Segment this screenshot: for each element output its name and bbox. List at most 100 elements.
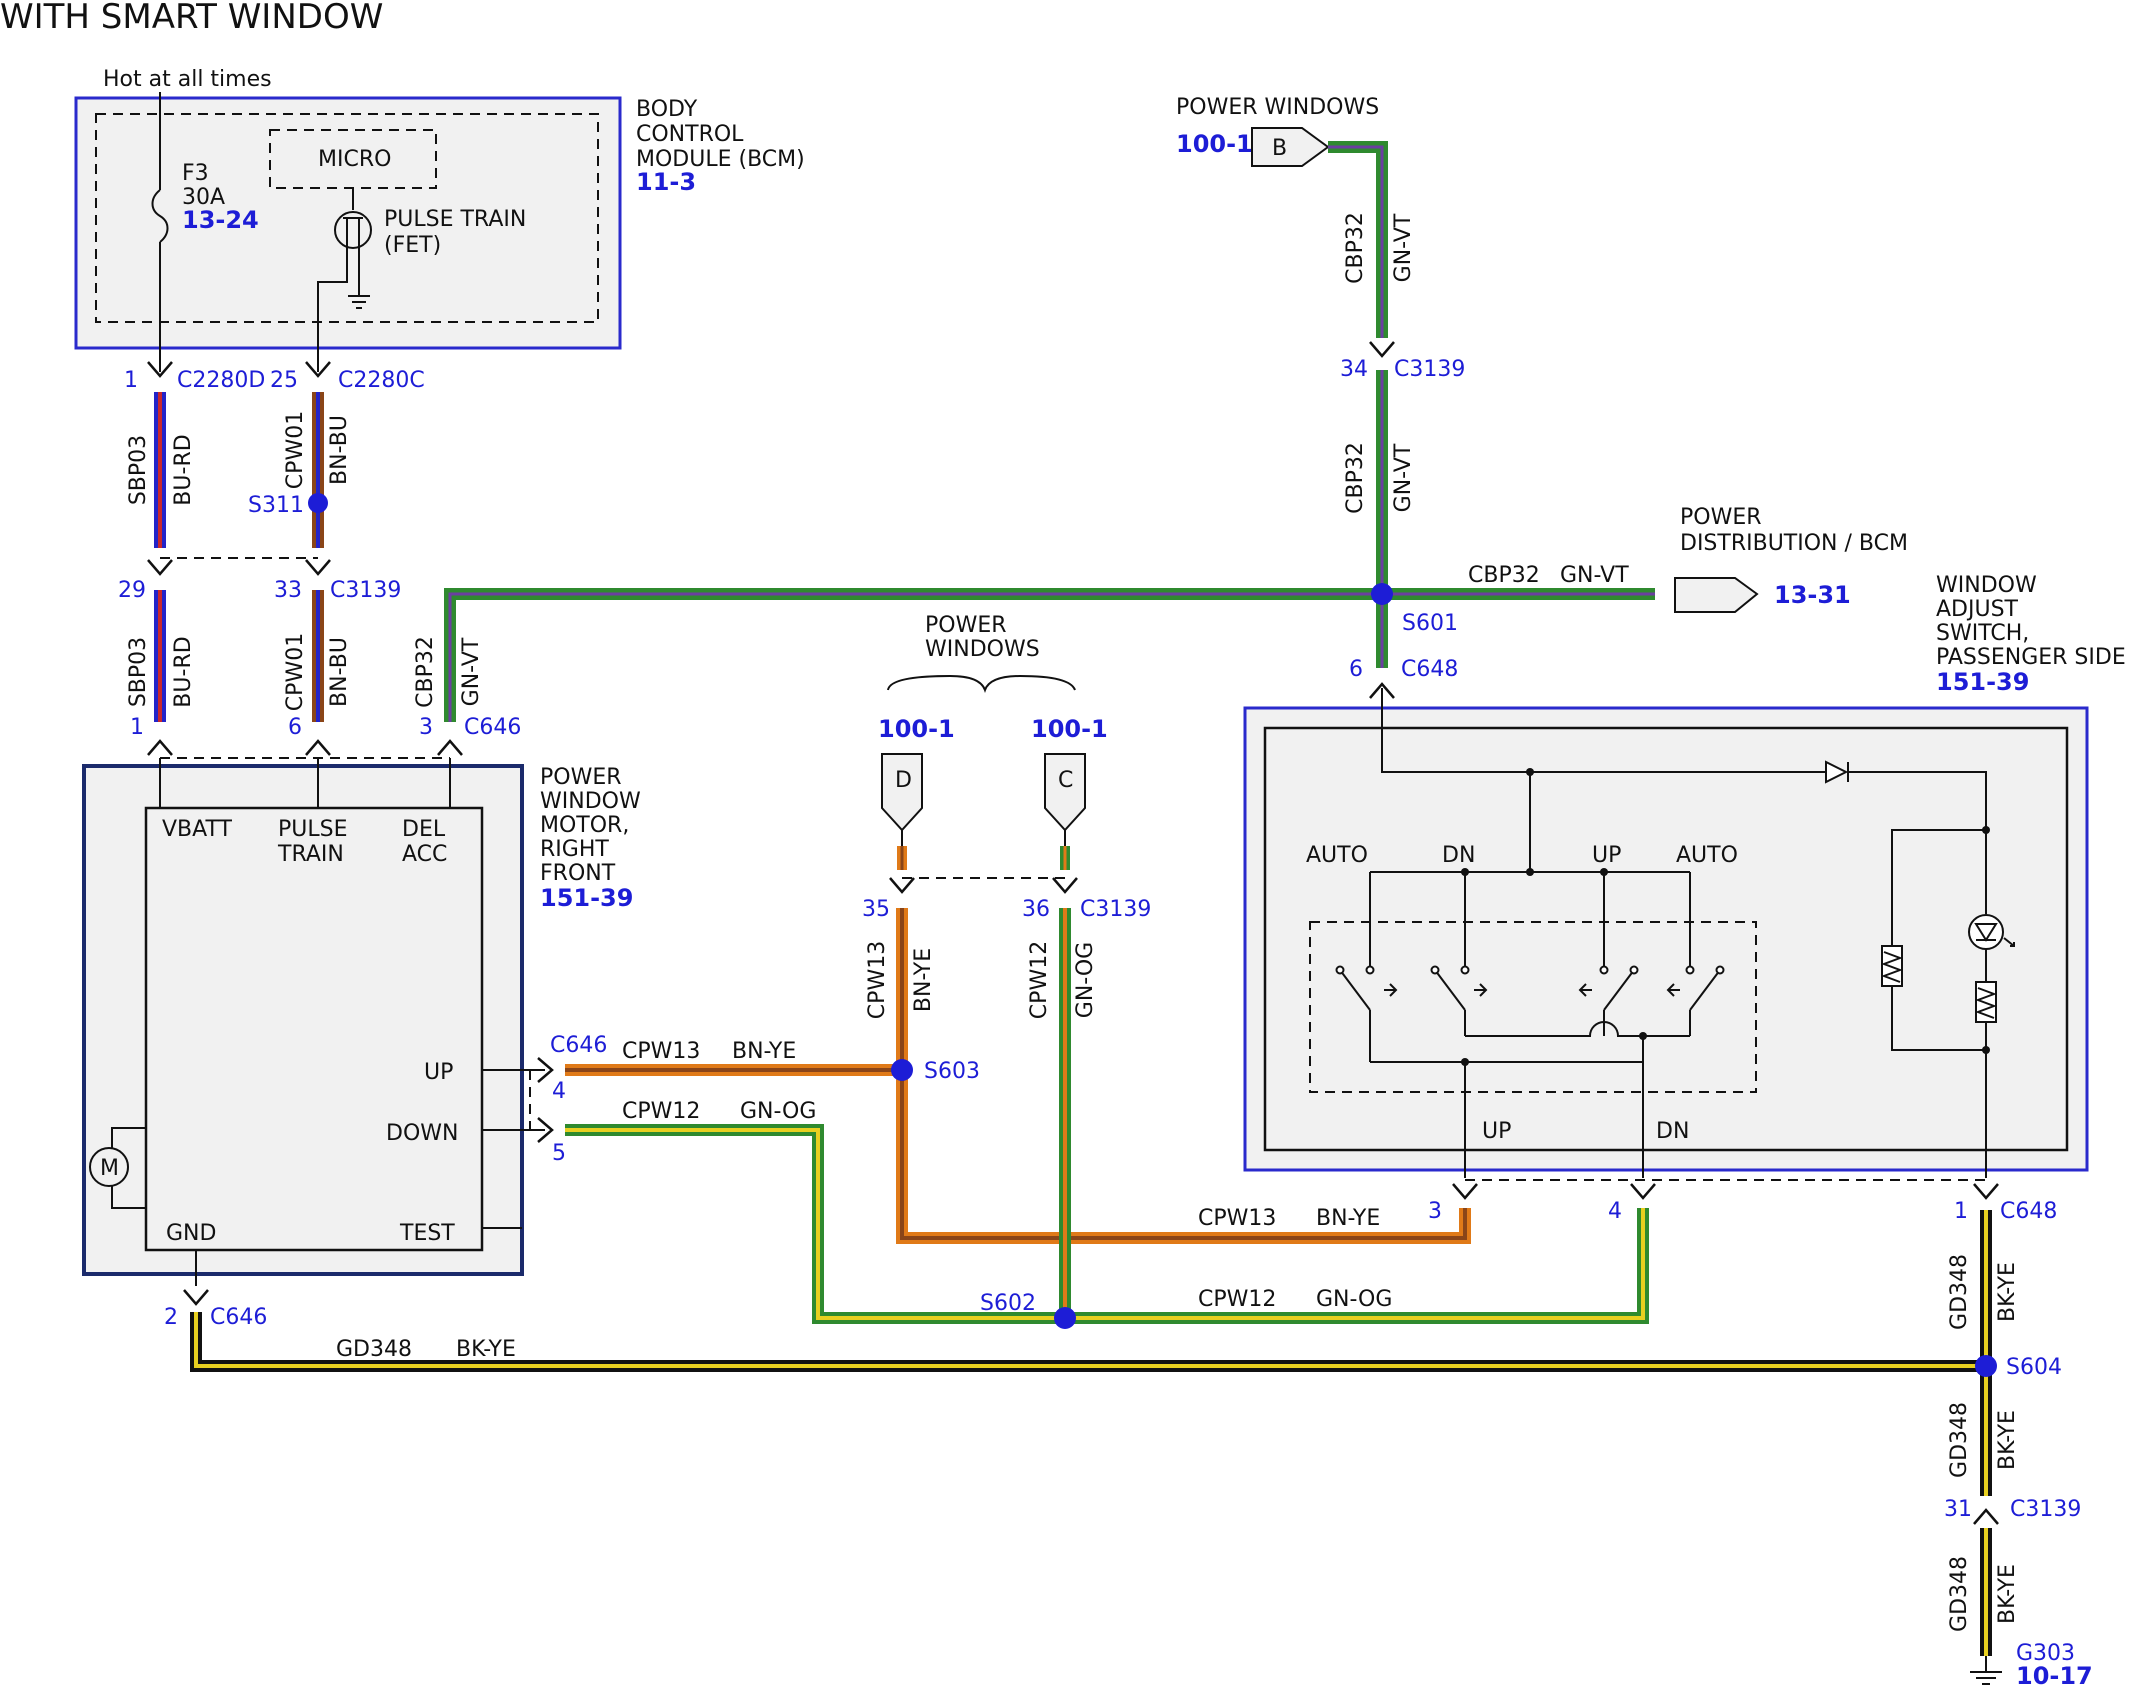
led-icon	[1968, 914, 2004, 950]
ground-name: G303	[2016, 1641, 2075, 1666]
wire-label-bn-ye-b: BN-YE	[1316, 1206, 1380, 1231]
wire-label-gn-vt-right: GN-VT	[1560, 563, 1629, 588]
splice-s601-dot	[1371, 583, 1393, 605]
c646-name-a: C646	[464, 715, 521, 740]
switch-contacts-dashed	[1309, 921, 1757, 1093]
wire-label-cbp32-left: CBP32	[413, 636, 438, 708]
c3139-pin-31: 31	[1944, 1497, 1972, 1522]
splice-s602: S602	[980, 1291, 1036, 1316]
c3139-name-c: C3139	[1080, 897, 1151, 922]
c3139-pin-36: 36	[1022, 897, 1050, 922]
pin-down: DOWN	[386, 1121, 458, 1146]
wire-label-sbp03-b: SBP03	[126, 637, 151, 707]
wire-label-gd348-d: GD348	[1947, 1556, 1972, 1632]
wire-label-bk-ye-c: BK-YE	[1995, 1410, 2020, 1470]
switch-contact-1	[1335, 965, 1398, 1062]
c648-name-b: C648	[2000, 1199, 2057, 1224]
wire-label-bn-ye-v: BN-YE	[911, 948, 936, 1012]
pin-test: TEST	[399, 1221, 455, 1246]
switch-ref[interactable]: 151-39	[1936, 668, 2029, 696]
power-distribution-connector	[1674, 577, 1759, 613]
switch-name-2: ADJUST	[1936, 597, 2019, 622]
motor-name-1: POWER	[540, 765, 622, 790]
c646-pin-3: 3	[419, 715, 433, 740]
power-windows-mid-label-1: POWER	[925, 613, 1007, 638]
switch-name-4: PASSENGER SIDE	[1936, 645, 2126, 670]
wire-cbp32-top	[1328, 141, 1388, 338]
ground-ref[interactable]: 10-17	[2016, 1662, 2093, 1689]
fuse-ref[interactable]: 13-24	[182, 206, 259, 234]
power-distribution-ref[interactable]: 13-31	[1774, 581, 1851, 609]
switch-inner	[1263, 726, 2069, 1152]
c646-pin-1: 1	[130, 715, 144, 740]
power-windows-top-ref[interactable]: 100-1	[1176, 130, 1253, 158]
c646-pin-5: 5	[552, 1141, 566, 1166]
bcm-name-2: CONTROL	[636, 122, 744, 147]
power-distribution-label-2: DISTRIBUTION / BCM	[1680, 531, 1908, 556]
c3139-name-d: C3139	[2010, 1497, 2081, 1522]
wire-label-cbp32-right: CBP32	[1468, 563, 1540, 588]
motor-inner	[144, 806, 484, 1252]
ground-icon	[1970, 1671, 2002, 1685]
switch-contact-2	[1430, 965, 1488, 1036]
c2280d-pin: 1	[124, 368, 138, 393]
wire-label-cpw01-b: CPW01	[283, 633, 308, 711]
power-windows-ref-c[interactable]: 100-1	[1031, 715, 1108, 743]
motor-ref[interactable]: 151-39	[540, 884, 633, 912]
bcm-ref[interactable]: 11-3	[636, 168, 696, 196]
pulse-label-2: (FET)	[384, 233, 441, 258]
splice-s603-dot	[891, 1059, 913, 1081]
splice-s311: S311	[248, 493, 304, 518]
pin-up: UP	[424, 1060, 453, 1085]
wire-label-bk-ye-b: BK-YE	[1995, 1262, 2020, 1322]
motor-icon	[89, 1147, 129, 1187]
power-windows-mid-label-2: WINDOWS	[925, 637, 1040, 662]
c648-pin-6: 6	[1349, 657, 1363, 682]
bcm-inner-dashed	[95, 113, 599, 323]
power-distribution-label-1: POWER	[1680, 505, 1762, 530]
pulse-label-1: PULSE TRAIN	[384, 207, 526, 232]
splice-s311-dot	[308, 493, 328, 513]
motor-symbol: M	[100, 1156, 119, 1181]
wire-label-bn-bu-b: BN-BU	[327, 637, 352, 707]
connector-d-label: D	[895, 768, 912, 793]
wire-label-gd348-b: GD348	[1947, 1254, 1972, 1330]
connector-c	[1044, 753, 1086, 832]
switch-pin-4: 4	[1608, 1199, 1622, 1224]
wire-label-cbp32-top: CBP32	[1343, 212, 1368, 284]
wire-label-gn-vt-top: GN-VT	[1391, 213, 1416, 282]
wire-label-cpw12-b: CPW12	[1198, 1287, 1276, 1312]
wire-cbp32-bus	[444, 588, 1655, 722]
motor-name-5: FRONT	[540, 861, 616, 886]
switch-name-1: WINDOW	[1936, 573, 2037, 598]
wire-label-cpw13-a: CPW13	[622, 1039, 700, 1064]
wire-label-cpw12-a: CPW12	[622, 1099, 700, 1124]
splice-s601: S601	[1402, 611, 1458, 636]
splice-s603: S603	[924, 1059, 980, 1084]
c646-pin-6: 6	[288, 715, 302, 740]
wire-label-sbp03-a: SBP03	[126, 435, 151, 505]
power-windows-top-label: POWER WINDOWS	[1176, 95, 1379, 120]
c646-pin-4: 4	[552, 1079, 566, 1104]
wire-label-bu-rd-b: BU-RD	[171, 636, 196, 707]
splice-s604: S604	[2006, 1355, 2062, 1380]
wire-label-gn-og-a: GN-OG	[740, 1099, 816, 1124]
wire-label-cbp32-mid: CBP32	[1343, 442, 1368, 514]
power-windows-brace	[887, 674, 1076, 693]
switch-label-auto-2: AUTO	[1676, 843, 1738, 868]
c3139-pin-34: 34	[1340, 357, 1368, 382]
bcm-name-3: MODULE (BCM)	[636, 147, 805, 172]
c646-name-b: C646	[550, 1033, 607, 1058]
motor-name-4: RIGHT	[540, 837, 609, 862]
pin-del-2: ACC	[402, 842, 447, 867]
wire-label-bn-ye-a: BN-YE	[732, 1039, 796, 1064]
switch-pin-3: 3	[1428, 1199, 1442, 1224]
switch-out-dn: DN	[1656, 1119, 1689, 1144]
c2280d-name: C2280D	[177, 368, 265, 393]
motor-name-3: MOTOR,	[540, 813, 629, 838]
c3139-name-a: C3139	[330, 578, 401, 603]
power-windows-ref-d[interactable]: 100-1	[878, 715, 955, 743]
motor-name-2: WINDOW	[540, 789, 641, 814]
switch-contact-4	[1666, 965, 1725, 1036]
